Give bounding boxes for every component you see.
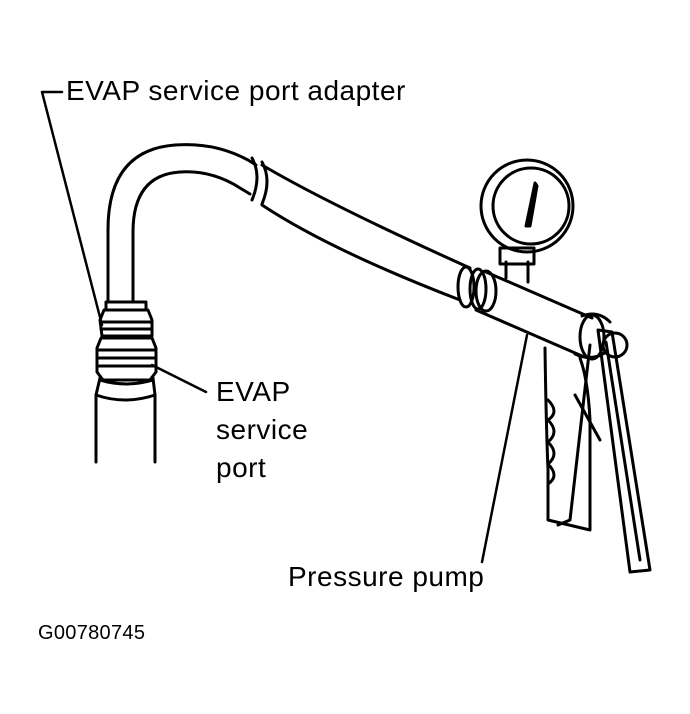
figure-code: G00780745 (38, 622, 146, 644)
service-port-label-line-2: service (216, 414, 309, 445)
service-port-label-line-1: EVAP (216, 376, 291, 407)
adapter-label: EVAP service port adapter (66, 75, 406, 106)
hose (106, 143, 472, 304)
service-port-label: EVAP service port (216, 373, 308, 487)
pressure-gauge (479, 158, 575, 284)
hose-connector (456, 265, 488, 311)
pressure-pump-label: Pressure pump (288, 561, 485, 592)
adapter-fitting (95, 300, 158, 382)
pump-barrel (474, 269, 612, 361)
leader-lines (40, 90, 529, 564)
service-port-tube (94, 376, 157, 464)
pump-lever (556, 328, 652, 574)
pump-grip (543, 346, 602, 532)
service-port-label-line-3: port (216, 452, 267, 483)
